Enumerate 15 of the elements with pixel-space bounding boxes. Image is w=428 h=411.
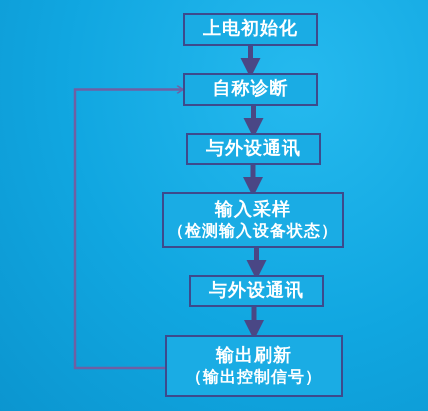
process-box: [165, 335, 343, 397]
box-label: 与外设通讯: [209, 280, 304, 302]
process-box: [189, 275, 324, 307]
box-label: 输出刷新: [216, 344, 292, 368]
process-box: [183, 13, 318, 46]
box-label: （检测输入设备状态）: [168, 221, 338, 242]
box-label: 输入采样: [215, 198, 291, 222]
box-label: 与外设通讯: [206, 138, 301, 160]
process-box: [183, 73, 318, 106]
box-label: （输出控制信号）: [186, 367, 322, 388]
arrow: [74, 84, 184, 370]
process-box: [186, 133, 321, 165]
box-label: 上电初始化: [203, 18, 298, 41]
box-label: 自称诊断: [212, 78, 288, 101]
process-box: [162, 192, 344, 248]
